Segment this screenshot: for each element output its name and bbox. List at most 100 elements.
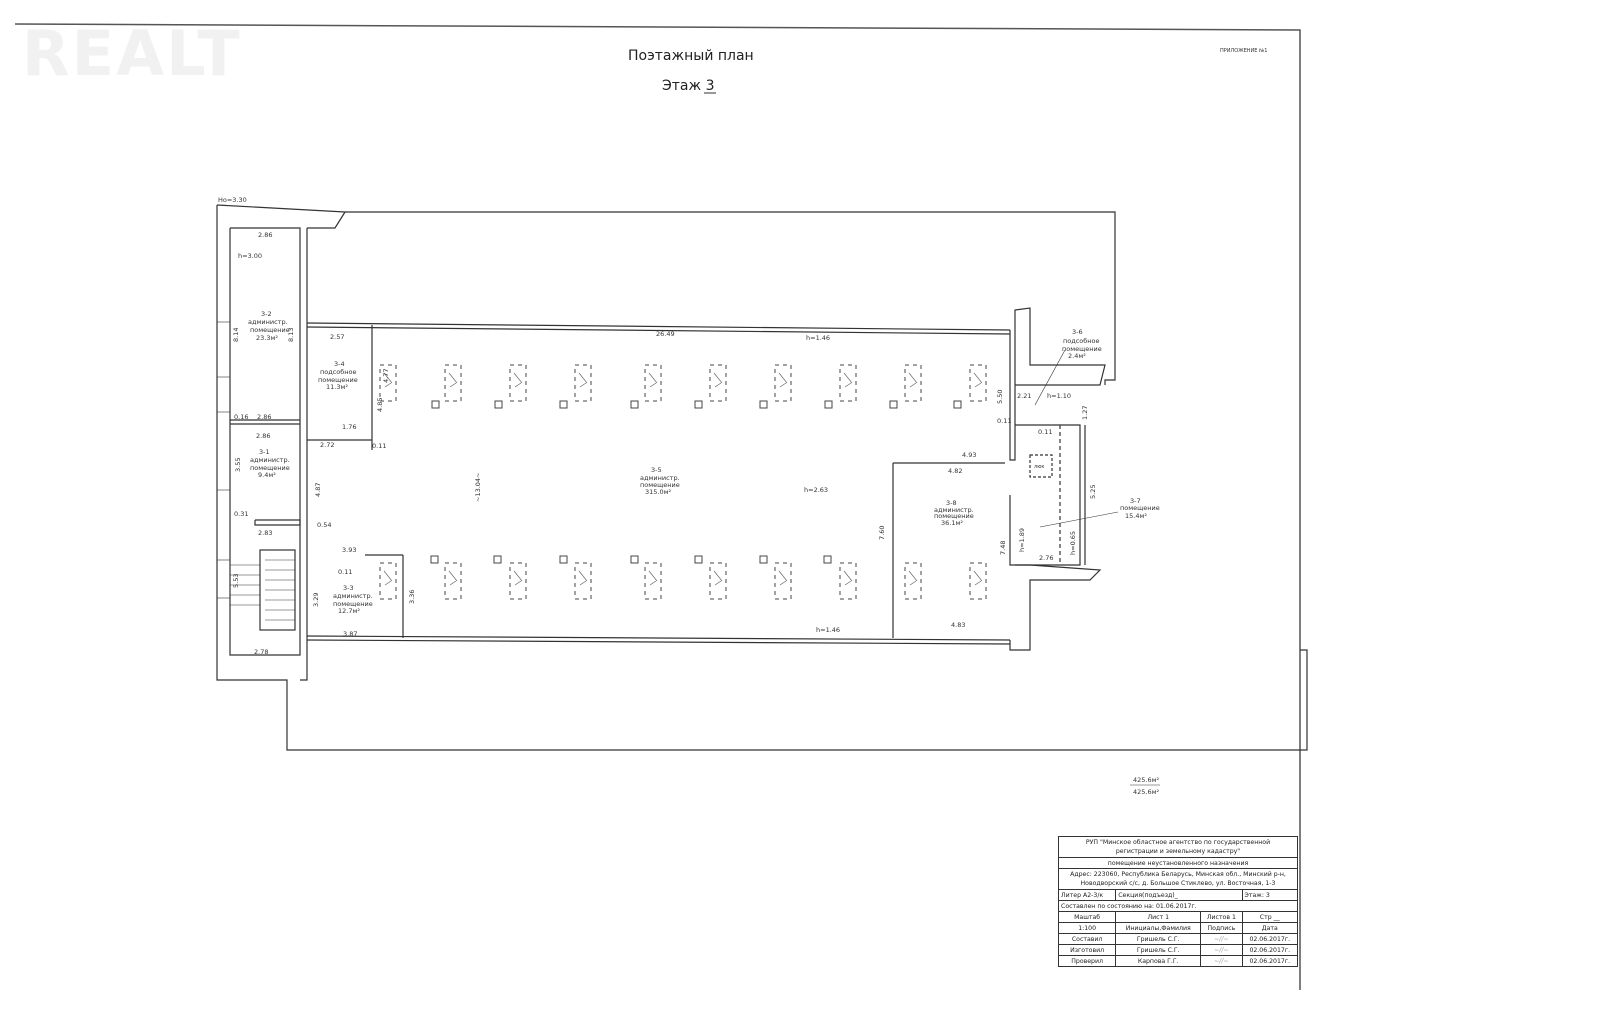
- page-header: Стр __: [1241, 911, 1299, 923]
- role: Проверил: [1057, 955, 1117, 967]
- desk-icon: [574, 364, 592, 402]
- signature: ~//~: [1200, 944, 1243, 956]
- chair-icon: [513, 372, 523, 388]
- dim: 0.11: [338, 568, 352, 576]
- room-3-5-area: 315.0м²: [645, 488, 672, 496]
- dim: 0.11: [1038, 428, 1052, 436]
- dim: 4.93: [962, 451, 976, 459]
- chair-icon: [843, 570, 853, 586]
- plan-title: Поэтажный план: [628, 48, 754, 64]
- desk-icon: [509, 562, 527, 600]
- room-3-5-num: 3-5: [651, 466, 662, 474]
- room-3-7-num: 3-7: [1130, 497, 1141, 505]
- column-square-icon: [953, 400, 962, 409]
- desk-icon: [379, 364, 397, 402]
- column-square-icon: [694, 400, 703, 409]
- chair-icon: [713, 372, 723, 388]
- chair-icon: [713, 570, 723, 586]
- desk-icon: [904, 364, 922, 402]
- room-3-6-type: подсобное: [1063, 337, 1100, 345]
- column-square-icon: [559, 555, 568, 564]
- dim: 3.36: [408, 590, 416, 604]
- dim: h=1.46: [816, 626, 840, 634]
- room-3-4-kind: помещение: [318, 376, 358, 384]
- dim: 8.14: [232, 328, 240, 342]
- scale: 1:100: [1057, 922, 1117, 934]
- dim: 8.13: [287, 328, 295, 342]
- dim: h=3.00: [238, 252, 262, 260]
- room-3-1-num: 3-1: [259, 448, 270, 456]
- floor-title: Этаж 3: [662, 78, 714, 94]
- column-square-icon: [759, 555, 768, 564]
- organization-line2: регистрации и земельному кадастру": [1115, 848, 1241, 855]
- desk-icon: [969, 562, 987, 600]
- room-3-7-kind: помещение: [1120, 504, 1160, 512]
- desk-icon: [444, 364, 462, 402]
- dim: 1.76: [342, 423, 356, 431]
- chair-icon: [648, 570, 658, 586]
- desk-icon: [969, 364, 987, 402]
- organization: РУП "Минское областное агентство по госу…: [1085, 839, 1271, 846]
- dim: 2.86: [257, 413, 271, 421]
- annotations: Hо=3.30 2.86 h=3.00 8.14 8.13 3-2 админи…: [218, 196, 1160, 796]
- address: Адрес: 223060, Республика Беларусь, Минс…: [1070, 871, 1286, 878]
- column-square-icon: [493, 555, 502, 564]
- signature: ~//~: [1200, 933, 1243, 945]
- address-line2: Новодворский с/с, д. Большое Стиклево, у…: [1080, 880, 1276, 887]
- room-3-8-type: администр.: [934, 506, 974, 514]
- chair-icon: [778, 372, 788, 388]
- dim: 26.49: [656, 330, 675, 338]
- column-square-icon: [824, 400, 833, 409]
- column-square-icon: [889, 400, 898, 409]
- room-3-6-kind: помещение: [1062, 345, 1102, 353]
- dim: 4.82: [948, 467, 962, 475]
- dim: h=2.63: [804, 486, 828, 494]
- desk-icon: [379, 562, 397, 600]
- room-3-4-type: подсобное: [320, 368, 357, 376]
- chair-icon: [513, 570, 523, 586]
- room-3-5-kind: помещение: [640, 481, 680, 489]
- dim: 0.54: [317, 521, 331, 529]
- room-3-4-num: 3-4: [334, 360, 345, 368]
- date: 02.06.2017г.: [1241, 955, 1299, 967]
- title-block: РУП "Минское областное агентство по госу…: [1057, 836, 1299, 967]
- room-3-8-num: 3-8: [946, 499, 957, 507]
- column-square-icon: [430, 555, 439, 564]
- chair-icon: [578, 372, 588, 388]
- room-3-3-kind: помещение: [333, 600, 373, 608]
- role: Составил: [1057, 933, 1117, 945]
- dim: 0.11: [997, 417, 1011, 425]
- dim: 7.60: [878, 526, 886, 540]
- dim: 2.21: [1017, 392, 1031, 400]
- room-3-1-area: 9.4м²: [258, 471, 276, 479]
- desk-icon: [509, 364, 527, 402]
- room-3-6-num: 3-6: [1072, 328, 1083, 336]
- chair-icon: [973, 372, 983, 388]
- dim: 0.31: [234, 510, 248, 518]
- dim: 0.11: [372, 442, 386, 450]
- room-3-3-type: администр.: [333, 592, 373, 600]
- column-square-icon: [823, 555, 832, 564]
- signature: ~//~: [1200, 955, 1243, 967]
- dim: 2.57: [330, 333, 344, 341]
- column-square-icon: [630, 400, 639, 409]
- chair-icon: [383, 372, 393, 388]
- dim: 0.16: [234, 413, 248, 421]
- desk-icon: [774, 364, 792, 402]
- initials-header: Инициалы,Фамилия: [1115, 922, 1202, 934]
- name: Карпова Г.Г.: [1115, 955, 1202, 967]
- dim: h=0.65: [1069, 531, 1077, 555]
- column-square-icon: [431, 400, 440, 409]
- desk-icon: [839, 364, 857, 402]
- room-3-8-area: 36.1м²: [941, 519, 963, 527]
- date: 02.06.2017г.: [1241, 933, 1299, 945]
- chair-icon: [908, 570, 918, 586]
- desk-icon: [839, 562, 857, 600]
- desk-icon: [709, 562, 727, 600]
- dim: h=1.89: [1018, 528, 1026, 552]
- hatch-label: люк: [1034, 464, 1044, 470]
- room-3-6-area: 2.4м²: [1068, 352, 1086, 360]
